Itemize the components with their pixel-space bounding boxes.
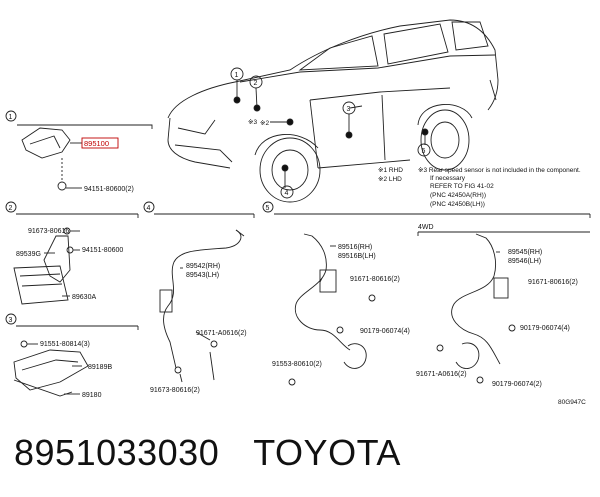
g2-bolt-label: 94151-80600 [82,247,123,254]
frame-2-number: 2 [9,205,13,212]
g1-bolt-label: 94151-80600(2) [84,186,134,193]
g2-ecu-label: 89630A [72,294,96,301]
g5-4wd-sensor-rh-label: 89545(RH) [508,249,542,256]
frame-4-number: 4 [147,205,151,212]
g3-bolt-label: 91551-80814(3) [40,341,90,348]
footer-caption: 8951033030 TOYOTA [14,432,401,474]
note-rhd: ※1 RHD [378,167,403,174]
g5-sensor-rh-label: 89516(RH) [338,244,372,251]
callout-3-circle [342,101,356,115]
note-line5: (PNC 42450B(LH)) [430,201,485,208]
footer-part-number: 8951033030 [14,432,220,473]
callout-1-circle [230,67,244,81]
g5-clip3-label: 90179-06074(2) [492,381,542,388]
marker-mark2: ※2 [260,120,269,127]
frame-5-number: 5 [266,205,270,212]
g4-sensor-rh-label: 89542(RH) [186,263,220,270]
g4-bolt-b-label: 91673-80616(2) [150,387,200,394]
note-line4: (PNC 42450A(RH)) [430,192,486,199]
callout-4: 4 [285,190,289,197]
g5-bolt2-label: 91553-80610(2) [272,361,322,368]
g5-4wd-tag: 4WD [418,224,434,231]
callout-4-circle [280,185,294,199]
g4-bolt-a-label: 91671-A0616(2) [196,330,247,337]
g3-cover-label: 89189B [88,364,112,371]
diagram-canvas: 1 2 3 4 5 ※3 ※2 1 2 3 4 5 895100 94151-8… [5,19,591,406]
g3-bracket-label: 89180 [82,392,102,399]
note-line2: If necessary [430,175,466,182]
callout-3: 3 [347,106,351,113]
callout-5-circle [417,143,431,157]
g5-bolt4-label: 91671-A0616(2) [416,371,467,378]
note-line3: REFER TO FIG 41-02 [430,183,494,190]
highlight-box [81,137,119,149]
g5-clip1-label: 90179-06074(4) [360,328,410,335]
marker-mark3: ※3 [248,119,257,126]
g5-sensor-lh-label: 89516B(LH) [338,253,376,260]
callout-2: 2 [254,80,258,87]
g2-bracket-label: 89539G [16,251,41,258]
vehicle-drawing [167,19,499,203]
g5-bolt3-label: 91671-80616(2) [528,279,578,286]
g5-bolt1-label: 91671-80616(2) [350,276,400,283]
frame-3-number: 3 [9,317,13,324]
highlighted-part-number: 895100 [84,139,109,148]
g4-sensor-lh-label: 89543(LH) [186,272,219,279]
diagram-id: 80G947C [558,399,586,406]
g5-4wd-sensor-lh-label: 89546(LH) [508,258,541,265]
frame-1-number: 1 [9,114,13,121]
callout-2-circle [249,75,263,89]
g2-screw-label: 91673-80616 [28,228,69,235]
g5-clip2-label: 90179-06074(4) [520,325,570,332]
note-line1: ※3 Rear speed sensor is not included in … [418,167,581,174]
note-lhd: ※2 LHD [378,176,402,183]
callout-5: 5 [422,148,426,155]
callout-1: 1 [235,72,239,79]
footer-brand: TOYOTA [253,432,401,473]
